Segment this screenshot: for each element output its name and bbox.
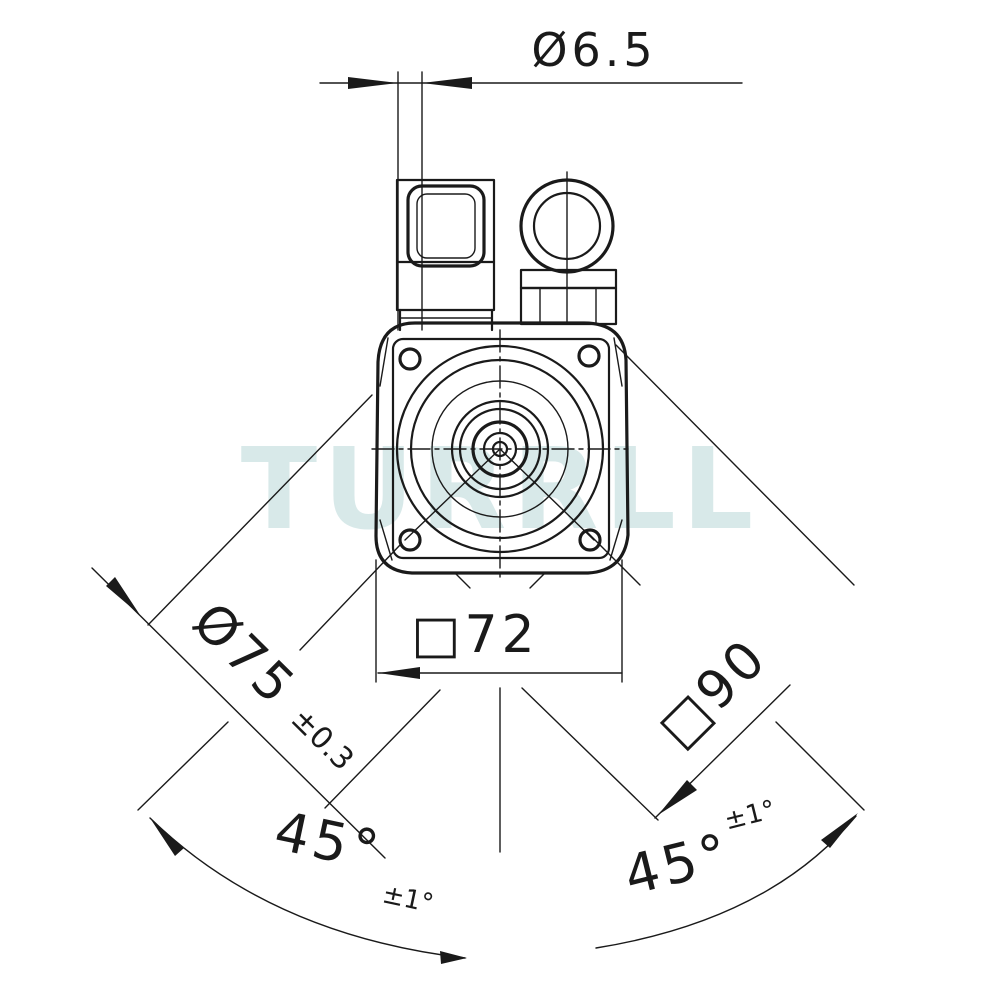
body-square-dimension: □72 [377, 605, 623, 679]
left-angle-tolerance: ±1° [380, 879, 436, 919]
right-angle-label: 45° [618, 820, 738, 907]
extension-lines [147, 344, 855, 853]
right-angle-dimension: 45° ±1° [595, 721, 865, 949]
left-angle-label: 45° [269, 799, 387, 883]
right-angle-tolerance: ±1° [721, 795, 778, 837]
left-angle-dimension: 45° ±1° [137, 721, 467, 964]
pin-diameter-dimension: Ø6.5 [319, 23, 743, 331]
pilot-diameter-label: Ø75 [181, 592, 308, 718]
watermark: TURRLL [241, 425, 760, 555]
flange-square-dimension: □90 [647, 627, 791, 819]
pin-diameter-label: Ø6.5 [531, 23, 656, 77]
motor-flange [371, 321, 630, 579]
left-connector [395, 178, 496, 332]
flange-square-label: □90 [647, 627, 780, 759]
right-connector [519, 171, 618, 326]
pilot-tolerance-label: ±0.3 [284, 701, 360, 777]
body-square-label: □72 [411, 605, 538, 665]
